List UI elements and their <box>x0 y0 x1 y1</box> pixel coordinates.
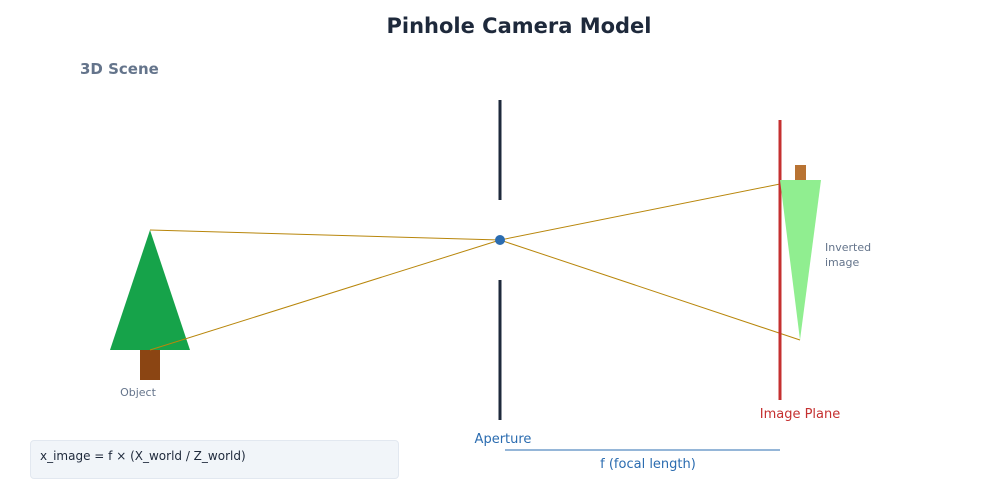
tree-trunk <box>140 350 160 380</box>
section-label: 3D Scene <box>80 60 159 78</box>
inverted-label-line1: Inverted <box>825 241 871 254</box>
ray-bottom <box>149 239 501 351</box>
pinhole <box>495 235 505 245</box>
formula-box: x_image = f × (X_world / Z_world) <box>30 440 399 479</box>
inverted-trunk <box>795 165 806 181</box>
page-title: Pinhole Camera Model <box>386 14 652 38</box>
ray-bottom-continued <box>499 183 781 241</box>
focal-length-label: f (focal length) <box>600 457 696 472</box>
formula-text: x_image = f × (X_world / Z_world) <box>40 449 246 463</box>
object-label: Object <box>120 386 157 399</box>
image-plane-label: Image Plane <box>760 407 841 422</box>
ray-top-continued <box>499 239 801 341</box>
inverted-canopy <box>780 180 821 340</box>
aperture-label: Aperture <box>475 432 532 447</box>
ray-top <box>149 229 501 241</box>
tree-canopy <box>110 230 190 350</box>
inverted-label-line2: image <box>825 256 859 269</box>
